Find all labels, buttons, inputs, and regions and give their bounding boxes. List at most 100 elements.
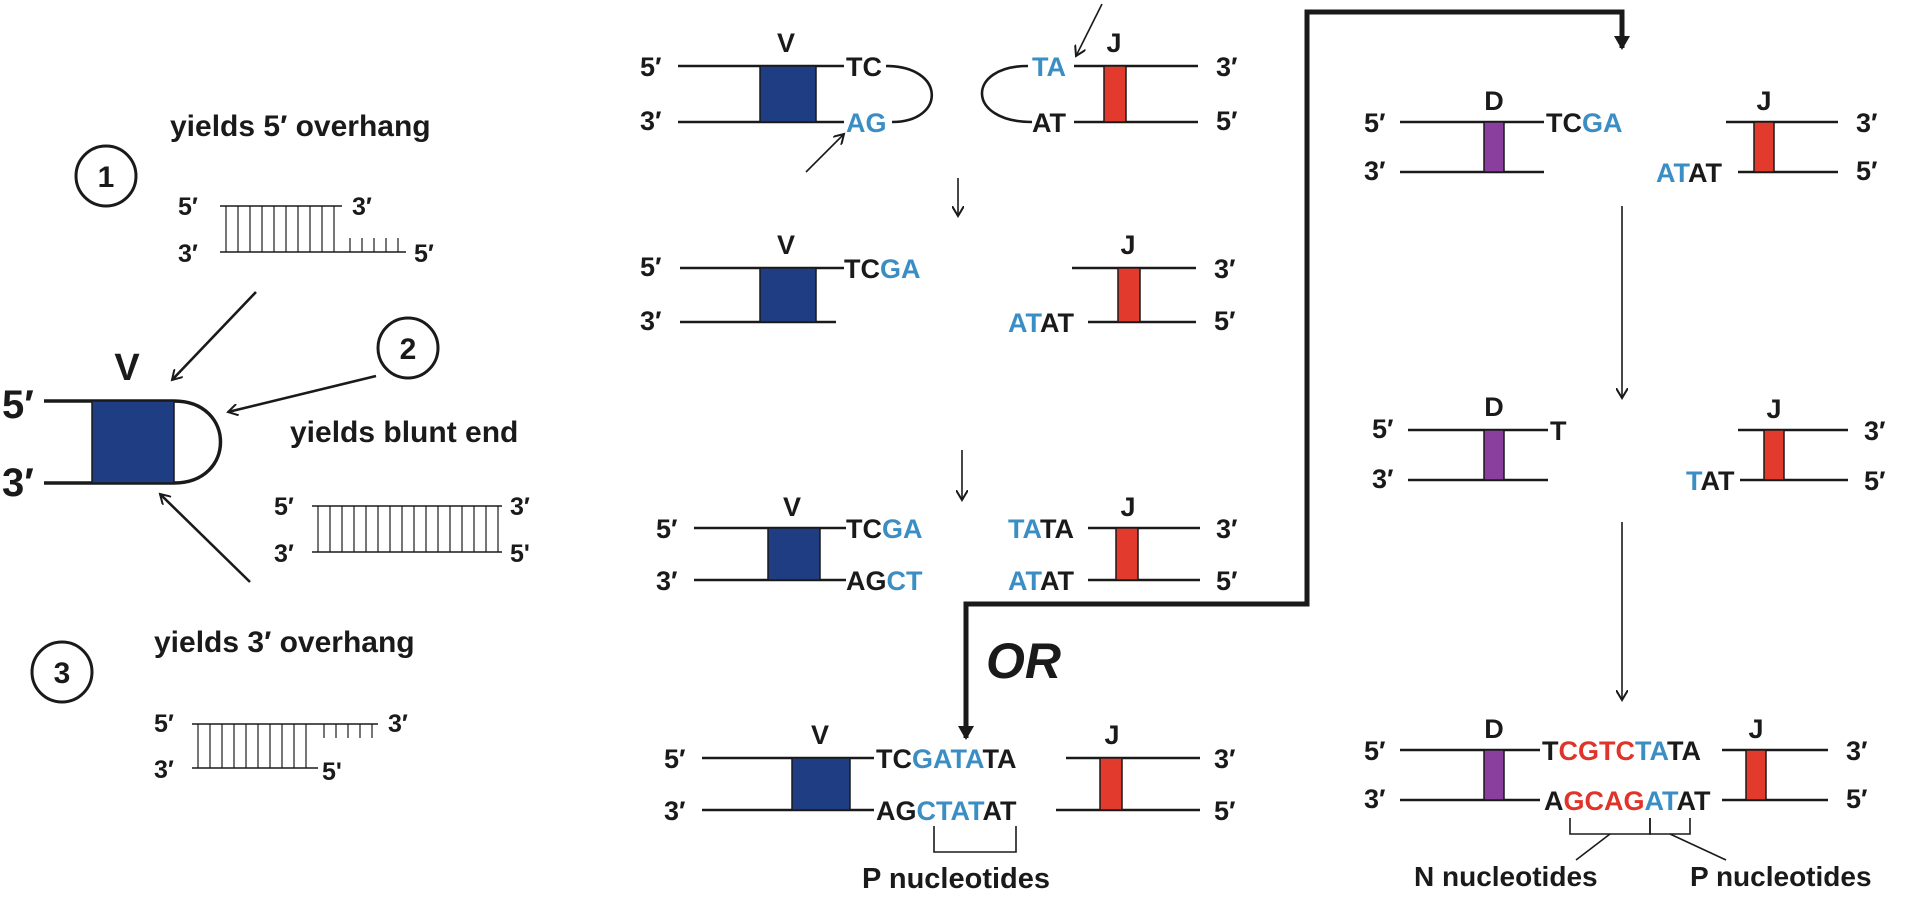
row1-v-bottom-seq: AG [846,108,887,138]
or-label: OR [986,633,1061,689]
row4-top-seq: TCGATATA [876,744,1016,774]
row4-3prime-right: 3′ [1214,744,1236,774]
option-3-number: 3 [54,657,71,690]
r3-3prime: 3′ [1364,784,1386,814]
r2-d-5prime: 5′ [1372,414,1394,444]
r2-d-label: D [1484,392,1504,422]
row1-j-segment [1103,65,1127,123]
overhang3-bottom-3prime-label: 3′ [154,756,174,784]
r3-3prime-right: 3′ [1846,736,1868,766]
row4-v-segment [791,757,851,811]
dj-joining-pathway: 5′ 3′ D TCGA J ATAT 3′ 5′ 5′ 3′ D T J [1304,9,1886,892]
row4-bottom-seq: AGCTATAT [876,796,1017,826]
r1-d-5prime: 5′ [1364,108,1386,138]
vj-hairpins-row: 5′ 3′ V TC AG TA AT J 3′ 5′ [640,3,1238,173]
overhang5-bottom-5prime-label: 5′ [414,240,434,268]
overhang5-top-3prime-label: 3′ [352,193,372,221]
option-3-circle [30,640,94,704]
row3-v-segment [767,527,821,581]
r3-5prime: 5′ [1364,736,1386,766]
dj-opened-row: 5′ 3′ D TCGA J ATAT 3′ 5′ [1364,86,1878,188]
row3-j-segment [1115,527,1139,581]
row1-v-3prime: 3′ [640,106,662,136]
row2-j-label: J [1120,230,1135,260]
dj-joined-row: 5′ 3′ D TCGTCTATA AGCAGATAT J 3′ 5′ N nu… [1364,714,1872,892]
r2-d-top-seq: T [1550,416,1567,446]
row2-j-5prime: 5′ [1214,306,1236,336]
v-hairpin-large-label: V [114,347,140,389]
row2-j-segment [1117,267,1141,323]
option-2-circle [376,316,440,380]
option-1-circle [74,144,138,208]
r2-j-bottom-seq: TAT [1686,466,1735,496]
blunt-top-3prime-label: 3′ [510,493,530,521]
dj-trimmed-row: 5′ 3′ D T J TAT 3′ 5′ [1372,392,1886,496]
five-prime-overhang-duplex: 5′ 3′ 3′ 5′ [178,193,434,268]
r2-j-label: J [1766,394,1781,424]
r2-j-3prime: 3′ [1864,416,1886,446]
r1-d-segment [1483,121,1505,173]
n-nucleotides-label: N nucleotides [1414,861,1598,892]
row1-v-label: V [777,28,795,58]
overhang3-top-5prime-label: 5′ [154,710,174,738]
hairpin-opening-options: 1 yields 5′ overhang 5′ 3′ 3′ 5′ V 5′ 3′… [2,110,530,786]
r2-j-5prime: 5′ [1864,466,1886,496]
row2-j-3prime: 3′ [1214,254,1236,284]
r1-d-3prime: 3′ [1364,156,1386,186]
row3-v-5prime: 5′ [656,514,678,544]
p-nucleotides-label-right: P nucleotides [1690,861,1872,892]
r3-j-segment [1745,749,1767,801]
v-segment-large [91,400,175,484]
row1-j-3prime: 3′ [1216,52,1238,82]
row4-5prime: 5′ [664,744,686,774]
vj-opened-row: 5′ 3′ V TCGA J ATAT 3′ 5′ [640,230,1236,338]
overhang5-top-5prime-label: 5′ [178,193,198,221]
r2-d-3prime: 3′ [1372,464,1394,494]
blunt-bottom-5prime-label: 5' [510,540,530,568]
row3-j-3prime: 3′ [1216,514,1238,544]
vj-joining-pathway: 5′ 3′ V TC AG TA AT J 3′ 5′ 5′ 3′ V [640,3,1310,895]
option-3-caption: yields 3′ overhang [154,626,415,659]
row1-v-segment [759,65,817,123]
row1-v-top-seq: TC [846,52,882,82]
p-nucleotides-label-middle: P nucleotides [862,863,1050,895]
r3-bottom-seq: AGCAGATAT [1544,786,1711,816]
row3-j-bottom-seq: ATAT [1008,566,1074,596]
r1-j-label: J [1756,86,1771,116]
row3-v-bottom-seq: AGCT [846,566,923,596]
r3-d-segment [1483,749,1505,801]
overhang5-bottom-3prime-label: 3′ [178,240,198,268]
row2-v-segment [759,267,817,323]
option-1-number: 1 [98,161,115,194]
row4-j-segment [1099,757,1123,811]
r1-j-3prime: 3′ [1856,108,1878,138]
row1-j-bottom-seq: AT [1032,108,1066,138]
row3-j-top-seq: TATA [1008,514,1074,544]
row4-3prime: 3′ [664,796,686,826]
row3-j-label: J [1120,492,1135,522]
row3-v-3prime: 3′ [656,566,678,596]
vj-filled-row: 5′ 3′ V TCGA AGCT TATA ATAT J 3′ 5′ [656,492,1238,596]
r3-top-seq: TCGTCTATA [1542,736,1701,766]
top-connector-arrow [1304,9,1630,604]
row1-j-5prime: 5′ [1216,106,1238,136]
r2-j-segment [1763,429,1785,481]
vj-joined-row: 5′ 3′ V TCGATATA AGCTATAT J 3′ 5′ P nucl… [664,720,1236,895]
option-1-caption: yields 5′ overhang [170,110,431,143]
r1-d-top-seq: TCGA [1546,108,1623,138]
row4-5prime-right: 5′ [1214,796,1236,826]
row4-j-label: J [1104,720,1119,750]
row3-v-label: V [783,492,801,522]
row1-v-5prime: 5′ [640,52,662,82]
r1-j-segment [1753,121,1775,173]
row2-v-5prime: 5′ [640,252,662,282]
r1-j-5prime: 5′ [1856,156,1878,186]
row3-v-top-seq: TCGA [846,514,923,544]
r3-j-label: J [1748,714,1763,744]
r1-d-label: D [1484,86,1504,116]
option-2-number: 2 [400,333,417,366]
blunt-end-duplex: 5′ 3′ 3′ 5' [274,493,530,568]
v-hairpin-large-5prime-label: 5′ [2,383,34,427]
overhang3-top-3prime-label: 3′ [388,710,408,738]
